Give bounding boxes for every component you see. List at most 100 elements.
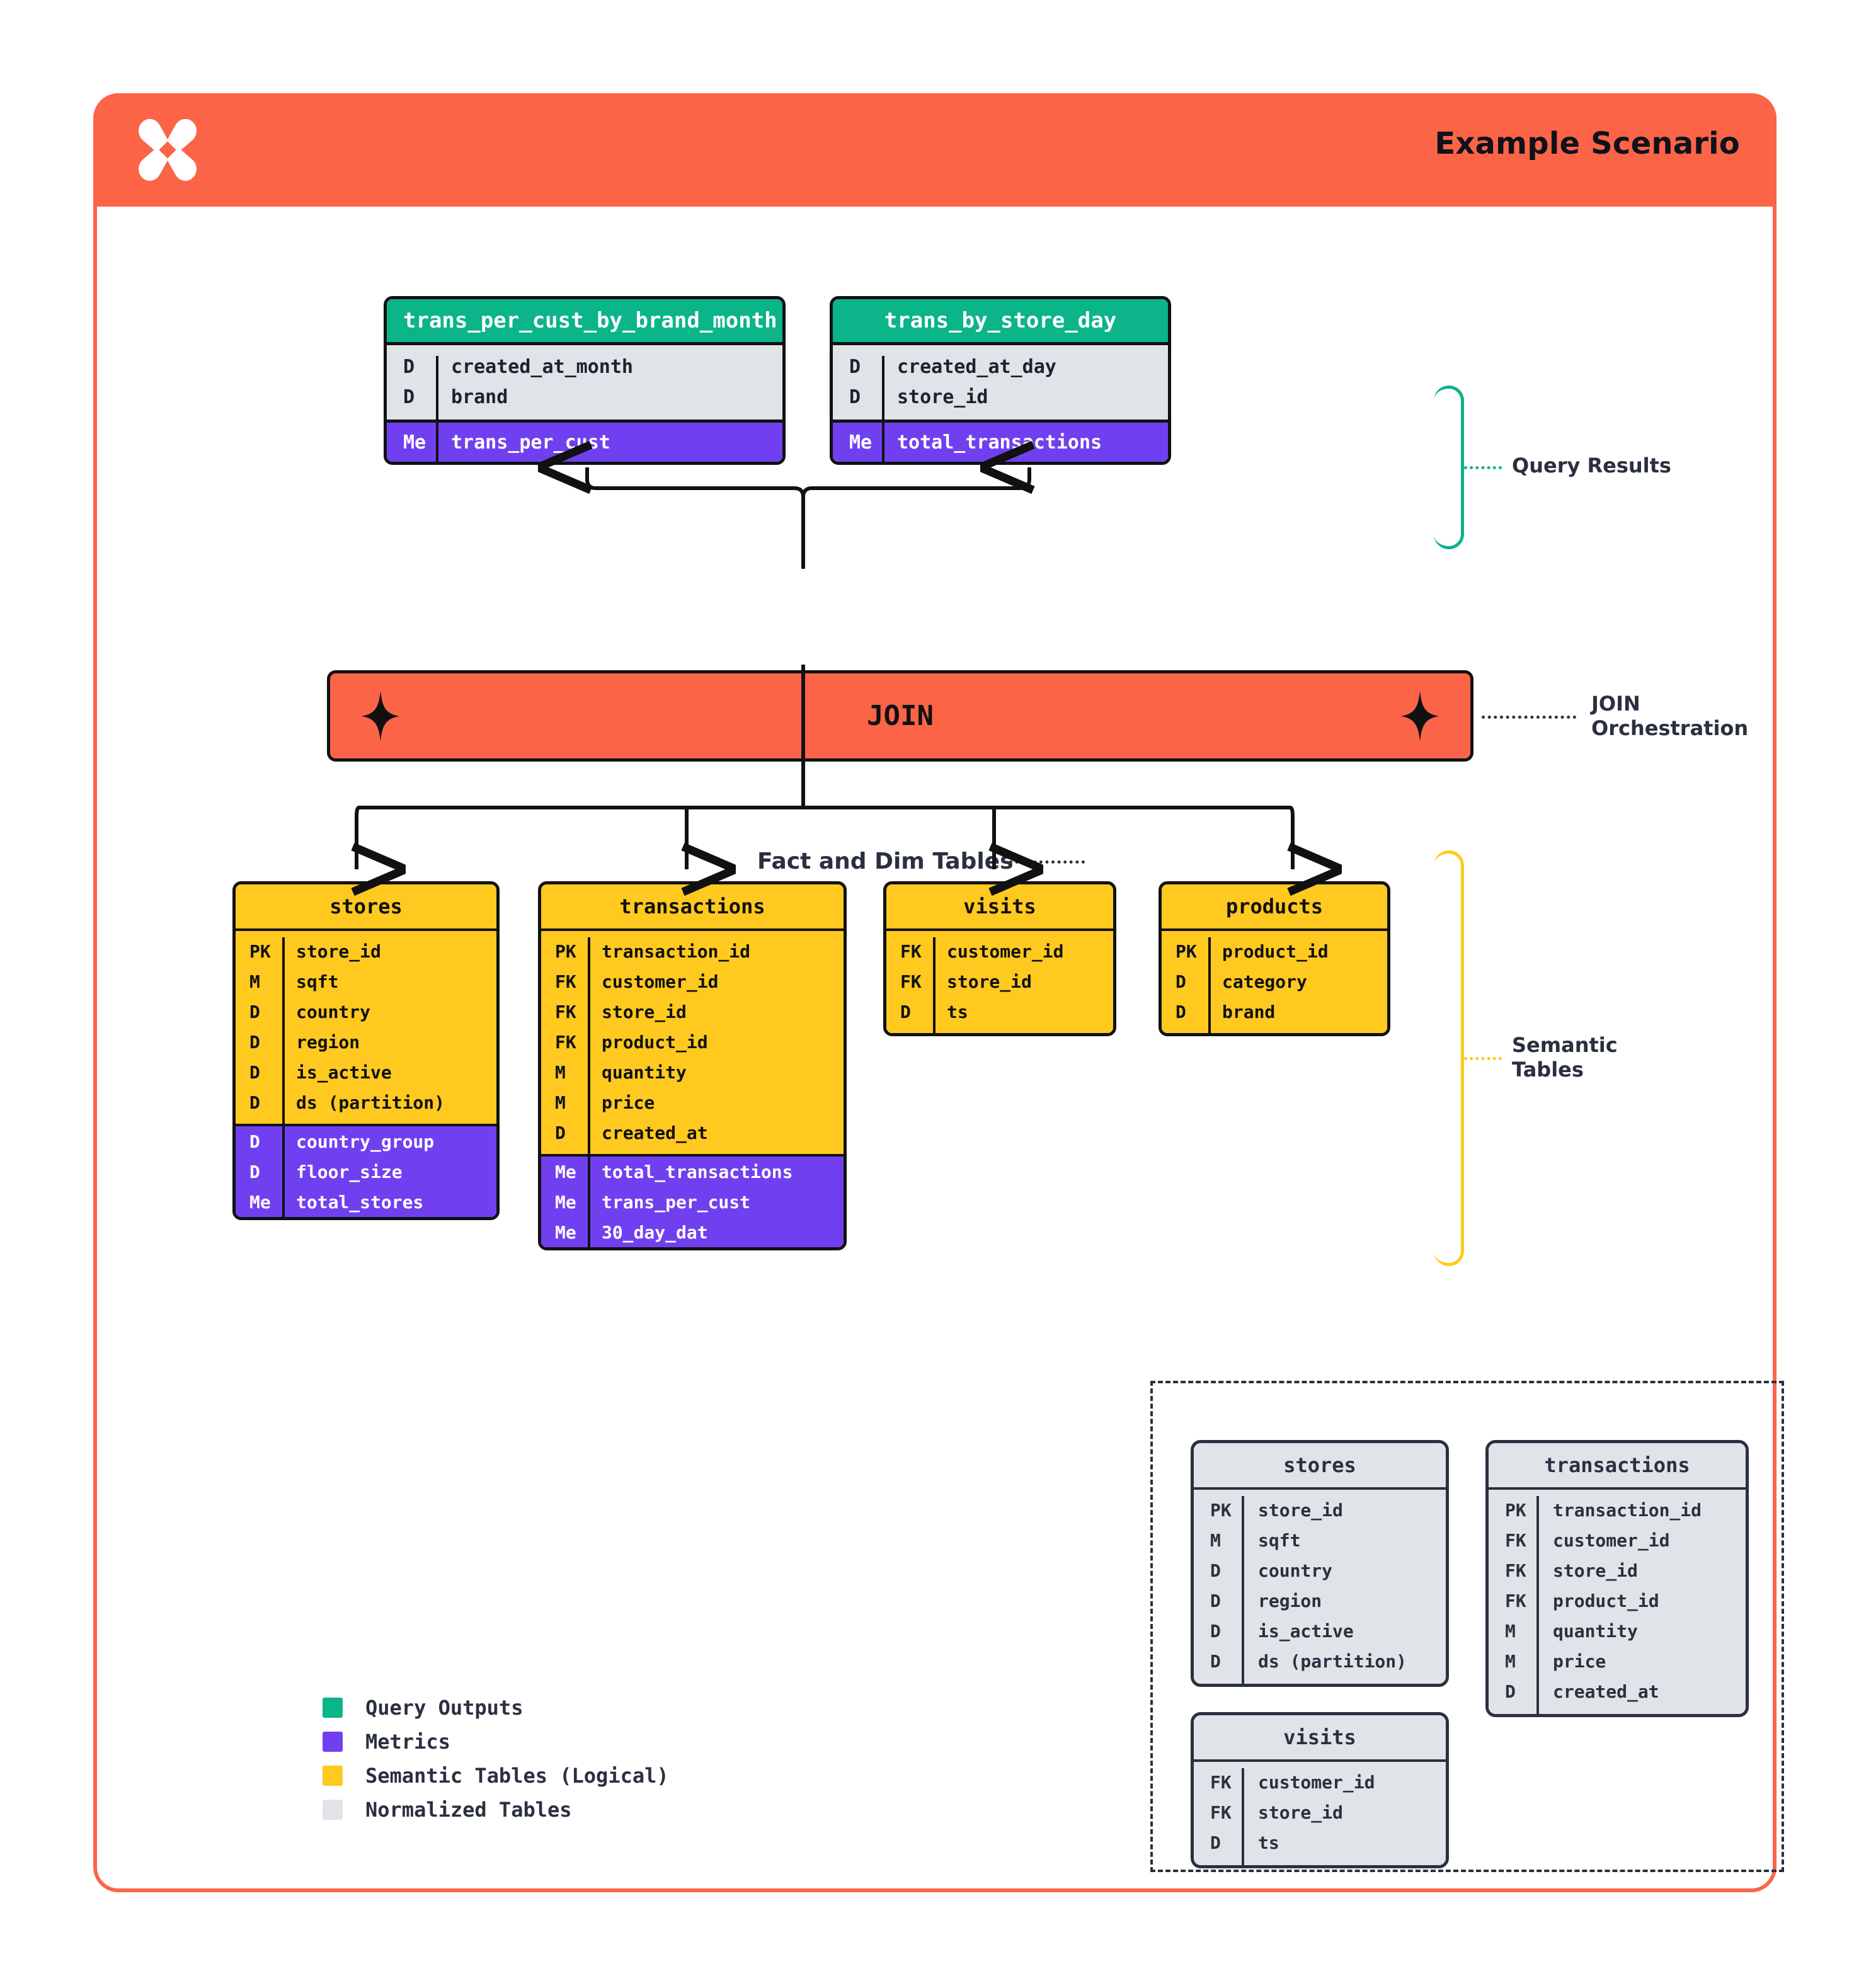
row-key: PK [249, 940, 271, 962]
table-row: D created_at_month [387, 351, 782, 382]
legend: Query Outputs Metrics Semantic Tables (L… [323, 1691, 669, 1827]
row-field: trans_per_cust [451, 431, 610, 454]
column-divider [1208, 937, 1211, 1033]
row-key: M [1505, 1620, 1516, 1642]
join-orchestration-bar[interactable]: JOIN [327, 670, 1473, 762]
row-key: FK [900, 971, 922, 992]
legend-label: Semantic Tables (Logical) [365, 1764, 669, 1788]
row-key: D [849, 386, 861, 408]
row-field: store_id [1553, 1560, 1638, 1581]
column-divider [282, 937, 285, 1217]
query-results-bracket [1434, 386, 1464, 549]
row-key: D [1210, 1620, 1221, 1642]
row-field: created_at [1553, 1681, 1659, 1702]
row-field: is_active [296, 1061, 392, 1083]
row-field: price [1553, 1650, 1606, 1672]
row-field: product_id [1553, 1590, 1659, 1611]
row-key: D [555, 1122, 566, 1143]
row-key: FK [1210, 1771, 1232, 1793]
column-divider [1242, 1768, 1244, 1865]
row-key: FK [555, 1001, 576, 1022]
column-divider [882, 356, 884, 462]
join-annotation-line1: JOIN [1591, 692, 1640, 716]
semantic-annotation-line1: Semantic [1512, 1033, 1618, 1057]
table-header: visits [1194, 1715, 1446, 1762]
row-field: created_at_day [897, 355, 1056, 378]
semantic-tables-leader-line [1464, 1057, 1502, 1060]
legend-item-metrics: Metrics [323, 1725, 669, 1759]
row-field: customer_id [947, 940, 1064, 962]
row-field: total_transactions [897, 431, 1102, 454]
table-row: FK store_id [1194, 1797, 1446, 1827]
row-field: created_at_month [451, 355, 633, 378]
join-label: JOIN [867, 700, 934, 732]
row-key: FK [1210, 1802, 1232, 1823]
row-field: product_id [602, 1031, 708, 1053]
column-divider [436, 356, 438, 462]
semantic-tables-annotation: Semantic Tables [1512, 1033, 1618, 1082]
row-field: sqft [296, 971, 339, 992]
row-field: price [602, 1092, 655, 1113]
table-row: Me trans_per_cust [387, 423, 782, 462]
legend-swatch-metrics [323, 1732, 343, 1752]
row-field: customer_id [602, 971, 719, 992]
row-field: quantity [1553, 1620, 1638, 1642]
row-field: total_stores [296, 1191, 424, 1213]
fact-dim-group-box [1150, 1381, 1784, 1872]
row-key: Me [555, 1161, 576, 1182]
table-header: trans_by_store_day [833, 299, 1168, 345]
row-field: trans_per_cust [602, 1191, 751, 1213]
table-row: D store_id [833, 382, 1168, 412]
table-row: D created_at_day [833, 351, 1168, 382]
row-field: store_id [897, 386, 988, 408]
row-key: Me [555, 1191, 576, 1213]
x-star-logo-icon [139, 118, 197, 181]
sparkle-diamond-icon [1401, 690, 1439, 741]
row-field: category [1222, 971, 1307, 992]
legend-item-normalized-tables: Normalized Tables [323, 1793, 669, 1827]
semantic-tables-bracket [1434, 850, 1464, 1266]
row-key: D [1505, 1681, 1516, 1702]
row-field: brand [1222, 1001, 1276, 1022]
row-field: country_group [296, 1131, 435, 1152]
table-header: stores [236, 884, 496, 931]
row-key: D [403, 355, 415, 378]
row-field: store_id [296, 940, 381, 962]
query-result-table-trans-by-store-day[interactable]: trans_by_store_day D created_at_day D st… [830, 296, 1171, 465]
query-results-leader-line [1464, 466, 1502, 469]
row-field: store_id [1258, 1802, 1343, 1823]
query-result-table-trans-per-cust-by-brand-month[interactable]: trans_per_cust_by_brand_month D created_… [384, 296, 786, 465]
join-annotation: JOIN Orchestration [1591, 692, 1748, 741]
legend-item-query-outputs: Query Outputs [323, 1691, 669, 1725]
row-key: Me [249, 1191, 271, 1213]
row-key: Me [403, 431, 426, 454]
fact-dim-leader-line [1009, 860, 1085, 864]
row-key: PK [1176, 940, 1197, 962]
